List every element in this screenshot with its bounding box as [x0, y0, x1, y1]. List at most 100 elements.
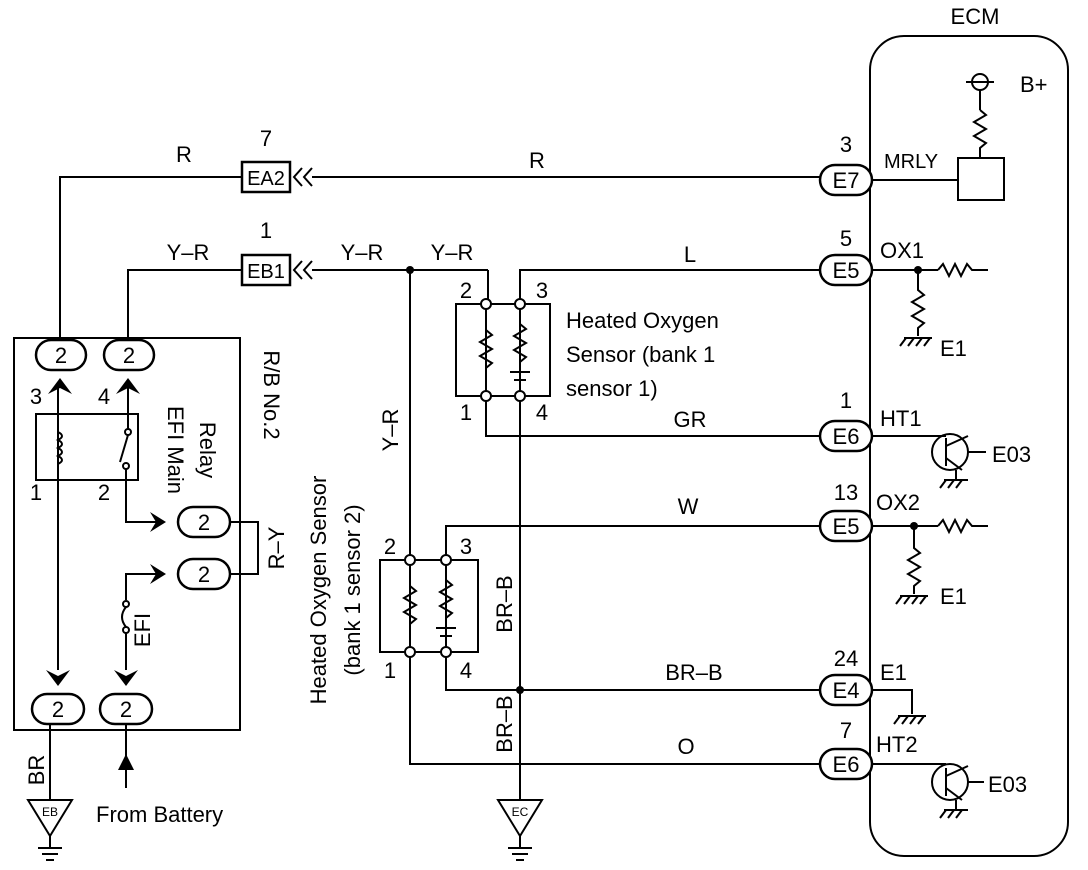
- terminal-arrow-icon: [114, 670, 138, 686]
- ox2-pulldown-resistor-icon: [906, 526, 922, 594]
- battery-feed: From Battery: [96, 724, 223, 827]
- svg-text:L: L: [684, 242, 696, 267]
- svg-text:4: 4: [536, 400, 548, 425]
- svg-text:1: 1: [384, 658, 396, 683]
- wire-gr: GR: [485, 396, 820, 437]
- sensor1-heater-resistor-icon: [478, 329, 494, 369]
- svg-text:2: 2: [120, 697, 132, 722]
- svg-text:2: 2: [55, 343, 67, 368]
- connector-ea2: 7 EA2: [240, 126, 313, 194]
- svg-text:2: 2: [123, 343, 135, 368]
- svg-text:1: 1: [30, 480, 42, 505]
- ecm-e1-label-b: E1: [940, 584, 967, 609]
- svg-text:E6: E6: [833, 752, 860, 777]
- ox1-pulldown-resistor-icon: [910, 270, 926, 336]
- ecm-terminal-e7: 3 E7: [818, 132, 874, 197]
- ox2-resistor-icon: [937, 517, 988, 535]
- svg-text:Y–R: Y–R: [431, 240, 474, 265]
- ecm-terminal-e5-ox2: 13 E5: [818, 480, 874, 543]
- wire-br-b: BR–B BR–B BR–B: [445, 396, 820, 800]
- svg-text:1: 1: [460, 400, 472, 425]
- svg-text:R: R: [176, 142, 192, 167]
- terminal-arrow-icon: [46, 670, 70, 686]
- ecm-e03-label-b: E03: [988, 772, 1027, 797]
- efi-main-relay-icon: [35, 413, 139, 481]
- sensor1-label-line1: Heated Oxygen: [566, 308, 719, 333]
- relay-block: R/B No.2 2 2 3 4 1 2 EFI Main Relay 2 2 …: [13, 337, 289, 731]
- ecm-e03-label-a: E03: [992, 442, 1031, 467]
- ecm-ox2-label: OX2: [876, 490, 920, 515]
- svg-text:Y–R: Y–R: [341, 240, 384, 265]
- sensor1-element-resistor-icon: [512, 323, 528, 363]
- svg-text:3: 3: [460, 534, 472, 559]
- ecm-power-label: B+: [1020, 72, 1048, 97]
- relay-label-line2: Relay: [195, 422, 220, 478]
- svg-text:24: 24: [834, 646, 858, 671]
- wire-br-label: BR: [24, 755, 49, 786]
- svg-text:2: 2: [384, 534, 396, 559]
- wire-r-y-label: R–Y: [264, 526, 289, 569]
- svg-text:O: O: [677, 734, 694, 759]
- wire-r: R R: [59, 142, 820, 340]
- relay-block-name: R/B No.2: [259, 350, 284, 439]
- ecm-e1-label-a: E1: [940, 336, 967, 361]
- ground-ec-icon: [496, 799, 544, 838]
- svg-text:EB: EB: [42, 805, 58, 819]
- svg-text:2: 2: [98, 480, 110, 505]
- svg-text:E5: E5: [833, 258, 860, 283]
- ecm-unit: ECM B+ MRLY OX1 E1 HT1 E03: [869, 4, 1069, 857]
- sensor1-label-line2: Sensor (bank 1: [566, 342, 715, 367]
- terminal-arrow-icon: [116, 378, 140, 394]
- svg-text:1: 1: [840, 388, 852, 413]
- ecm-title: ECM: [951, 4, 1000, 29]
- svg-text:EB1: EB1: [247, 261, 285, 283]
- battery-label: From Battery: [96, 802, 223, 827]
- sensor2-element-resistor-icon: [438, 579, 454, 619]
- svg-text:5: 5: [840, 226, 852, 251]
- svg-text:E4: E4: [833, 678, 860, 703]
- connector-eb1: 1 EB1: [240, 218, 313, 287]
- svg-text:3: 3: [30, 384, 42, 409]
- heated-oxygen-sensor-2: 2 3 1 4 Heated Oxygen Sensor (bank 1 sen…: [306, 476, 479, 705]
- svg-text:BR–B: BR–B: [665, 660, 722, 685]
- ecm-e1-label-c: E1: [880, 660, 907, 685]
- svg-text:R: R: [529, 148, 545, 173]
- efi-fuse-label: EFI: [130, 613, 155, 647]
- ecm-ht2-label: HT2: [876, 732, 918, 757]
- svg-text:4: 4: [460, 658, 472, 683]
- svg-text:4: 4: [98, 384, 110, 409]
- main-relay-driver-box: [957, 157, 1005, 201]
- heated-oxygen-sensor-1: 2 3 1 4 Heated Oxygen Sensor (bank 1 sen…: [455, 278, 719, 425]
- ecm-terminal-e4: 24 E4: [818, 646, 874, 707]
- svg-text:2: 2: [52, 697, 64, 722]
- sensor1-label-line3: sensor 1): [566, 376, 658, 401]
- ecm-terminal-e6-ht1: 1 E6: [818, 388, 874, 453]
- svg-text:Y–R: Y–R: [378, 409, 403, 452]
- relay-coil-icon: [55, 431, 63, 465]
- wire-y-r: Y–R Y–R Y–R Y–R: [127, 240, 489, 560]
- svg-text:2: 2: [460, 278, 472, 303]
- svg-text:2: 2: [198, 510, 210, 535]
- relay-label-line1: EFI Main: [163, 406, 188, 494]
- battery-arrow-icon: [118, 754, 134, 770]
- ecm-ox1-label: OX1: [880, 238, 924, 263]
- ecm-ht1-label: HT1: [880, 406, 922, 431]
- ox1-resistor-icon: [937, 261, 988, 279]
- ecm-terminal-e6-ht2: 7 E6: [818, 718, 874, 781]
- svg-text:E5: E5: [833, 514, 860, 539]
- svg-text:BR–B: BR–B: [492, 695, 517, 752]
- svg-text:1: 1: [260, 218, 272, 243]
- svg-text:3: 3: [840, 132, 852, 157]
- svg-text:EA2: EA2: [247, 168, 285, 190]
- efi-fuse-icon: [121, 606, 127, 628]
- terminal-arrow-icon: [150, 512, 166, 532]
- wire-w: W: [445, 494, 820, 560]
- svg-text:13: 13: [834, 480, 858, 505]
- svg-text:2: 2: [198, 562, 210, 587]
- svg-text:W: W: [678, 494, 699, 519]
- ecm-mrly-label: MRLY: [884, 151, 938, 173]
- svg-text:E6: E6: [833, 424, 860, 449]
- svg-text:EC: EC: [512, 805, 529, 819]
- sensor2-label-line1: Heated Oxygen Sensor: [306, 476, 331, 705]
